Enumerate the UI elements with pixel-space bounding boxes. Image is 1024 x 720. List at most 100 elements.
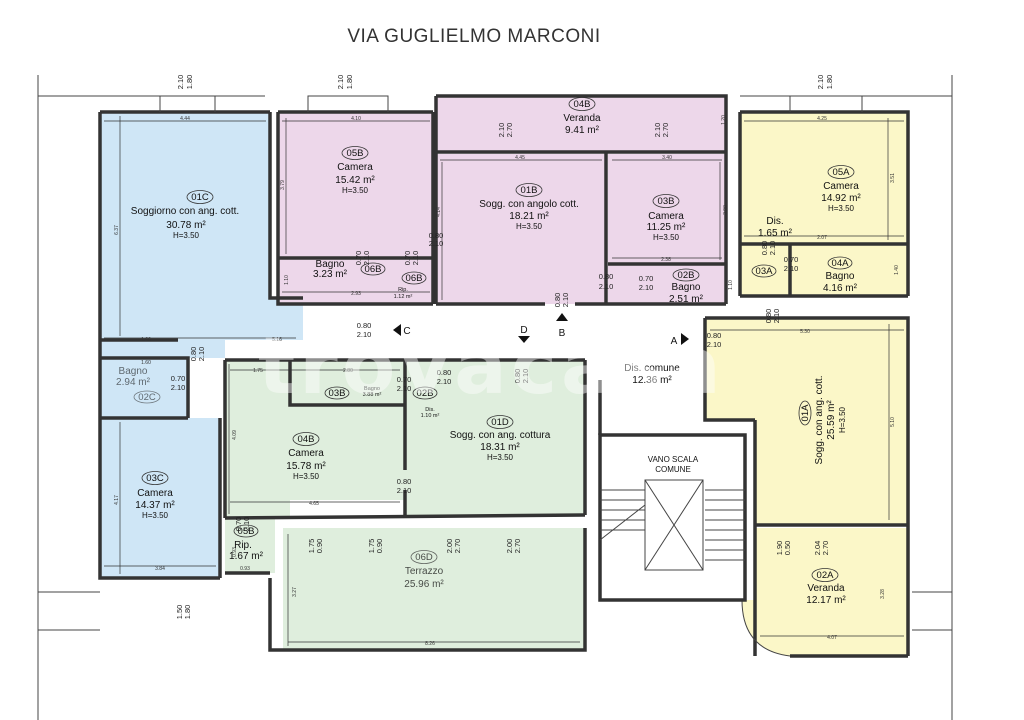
svg-text:2.10: 2.10 (397, 384, 412, 393)
svg-text:2.70: 2.70 (661, 123, 670, 138)
svg-text:1.12 m²: 1.12 m² (394, 294, 413, 300)
svg-text:0.50: 0.50 (783, 541, 792, 556)
svg-text:0.70: 0.70 (403, 251, 412, 266)
room-02b-label: 02B Bagno 2.51 m² (669, 268, 704, 305)
svg-text:Camera: Camera (288, 448, 324, 459)
svg-text:1.90: 1.90 (775, 541, 784, 556)
svg-text:2.10: 2.10 (784, 264, 799, 273)
svg-text:2.70: 2.70 (513, 539, 522, 554)
svg-text:15.78 m²: 15.78 m² (286, 461, 326, 472)
svg-text:6.37: 6.37 (114, 225, 120, 235)
svg-text:4.25: 4.25 (817, 116, 827, 122)
svg-text:3.84: 3.84 (155, 566, 165, 572)
svg-text:0.70: 0.70 (397, 375, 412, 384)
svg-text:Bagno: Bagno (672, 282, 701, 293)
entrance-c-arrow-icon (393, 324, 401, 336)
svg-text:0.93: 0.93 (240, 566, 250, 572)
svg-text:2.00: 2.00 (505, 539, 514, 554)
svg-text:30.78 m²: 30.78 m² (166, 220, 206, 231)
svg-text:Rip.: Rip. (234, 540, 252, 551)
svg-text:H=3.50: H=3.50 (838, 406, 847, 433)
walls (98, 94, 910, 658)
svg-text:0.80: 0.80 (189, 347, 198, 362)
svg-text:3.51: 3.51 (890, 173, 896, 183)
svg-text:0.90: 0.90 (315, 539, 324, 554)
svg-text:Bagno: Bagno (826, 271, 855, 282)
door-dimensions: 0.80 2.10 0.70 2.10 0.70 2.10 0.80 2.10 … (171, 231, 799, 531)
svg-text:12.17 m²: 12.17 m² (806, 595, 846, 606)
room-01b-label: 01B Sogg. con angolo cott. 18.21 m² H=3.… (479, 183, 579, 231)
svg-text:2.10: 2.10 (521, 369, 530, 384)
svg-text:2.10: 2.10 (411, 251, 420, 266)
svg-text:02B: 02B (678, 270, 695, 281)
svg-text:1.75: 1.75 (253, 368, 263, 374)
svg-text:2.80: 2.80 (343, 368, 353, 374)
svg-text:0.70: 0.70 (171, 374, 186, 383)
svg-text:0.70: 0.70 (639, 274, 654, 283)
svg-text:1.10: 1.10 (728, 280, 734, 290)
svg-text:1.20: 1.20 (721, 115, 727, 125)
room-04a-label: 04A Bagno 4.16 m² (823, 256, 858, 294)
svg-text:1.10 m²: 1.10 m² (421, 413, 440, 419)
svg-text:01C: 01C (191, 192, 209, 203)
svg-text:Sogg. con ang. cottura: Sogg. con ang. cottura (450, 430, 551, 441)
svg-text:2.70: 2.70 (821, 541, 830, 556)
svg-text:18.31 m²: 18.31 m² (480, 442, 520, 453)
svg-text:2.10: 2.10 (497, 123, 506, 138)
svg-text:2.07: 2.07 (817, 235, 827, 241)
room-02a-fill (742, 528, 908, 656)
svg-text:0.93: 0.93 (232, 547, 238, 557)
svg-text:06B: 06B (365, 264, 382, 275)
svg-text:2.10: 2.10 (357, 330, 372, 339)
svg-text:VANO SCALA: VANO SCALA (648, 455, 699, 464)
entrance-a: A 0.80 2.10 (671, 331, 722, 349)
svg-text:02A: 02A (817, 570, 835, 581)
svg-text:Bagno: Bagno (119, 366, 148, 377)
room-02d-label: 02B Dis. 1.10 m² (412, 386, 440, 419)
room-01a-label: 01A Sogg. con ang. cott. 25.59 m² H=3.50 (798, 376, 847, 464)
svg-text:03B: 03B (658, 196, 675, 207)
room-01c-fill (100, 112, 303, 340)
room-03a-fill (740, 244, 790, 296)
svg-text:2.10: 2.10 (653, 123, 662, 138)
svg-text:Camera: Camera (337, 162, 373, 173)
svg-text:2.10: 2.10 (176, 75, 185, 90)
svg-text:2.10: 2.10 (599, 282, 614, 291)
room-03a-label: Dis. 1.65 m² 03A (751, 216, 793, 278)
svg-text:Camera: Camera (648, 211, 684, 222)
svg-text:Sogg. con angolo cott.: Sogg. con angolo cott. (479, 199, 579, 210)
svg-text:1.60: 1.60 (141, 360, 151, 366)
room-06b-fill (278, 258, 433, 304)
room-03b-fill (608, 154, 726, 264)
svg-text:0.70: 0.70 (354, 251, 363, 266)
room-04b-label: 04B Veranda 9.41 m² (563, 97, 601, 136)
room-05a-fill (740, 112, 908, 244)
svg-text:0.80: 0.80 (429, 231, 444, 240)
svg-text:03A: 03A (756, 266, 774, 277)
svg-text:3.27: 3.27 (292, 587, 298, 597)
svg-text:H=3.50: H=3.50 (342, 186, 369, 195)
svg-text:2.10: 2.10 (816, 75, 825, 90)
svg-text:2.93: 2.93 (351, 291, 361, 297)
svg-text:H=3.50: H=3.50 (516, 222, 543, 231)
room-01d-fill (405, 360, 585, 515)
room-01b-fill (436, 154, 606, 304)
svg-text:COMUNE: COMUNE (655, 465, 691, 474)
room-04a-fill (790, 244, 908, 296)
svg-text:0.80: 0.80 (707, 331, 722, 340)
room-02b-fill (608, 264, 726, 304)
svg-text:Terrazzo: Terrazzo (405, 566, 444, 577)
dimension-lines (104, 116, 904, 646)
svg-text:0.80: 0.80 (437, 368, 452, 377)
room-03d-fill (290, 360, 405, 405)
svg-text:1.66: 1.66 (141, 337, 151, 343)
svg-text:0.80: 0.80 (764, 309, 773, 324)
svg-text:2.94 m²: 2.94 m² (116, 377, 151, 388)
svg-text:25.59 m²: 25.59 m² (826, 400, 837, 440)
svg-text:1.75: 1.75 (367, 539, 376, 554)
svg-text:H=3.50: H=3.50 (142, 511, 169, 520)
svg-text:Dis.: Dis. (766, 216, 783, 227)
svg-text:4.16 m²: 4.16 m² (823, 283, 858, 294)
entrance-b-arrow-icon (556, 313, 568, 321)
unit-a (705, 112, 908, 656)
